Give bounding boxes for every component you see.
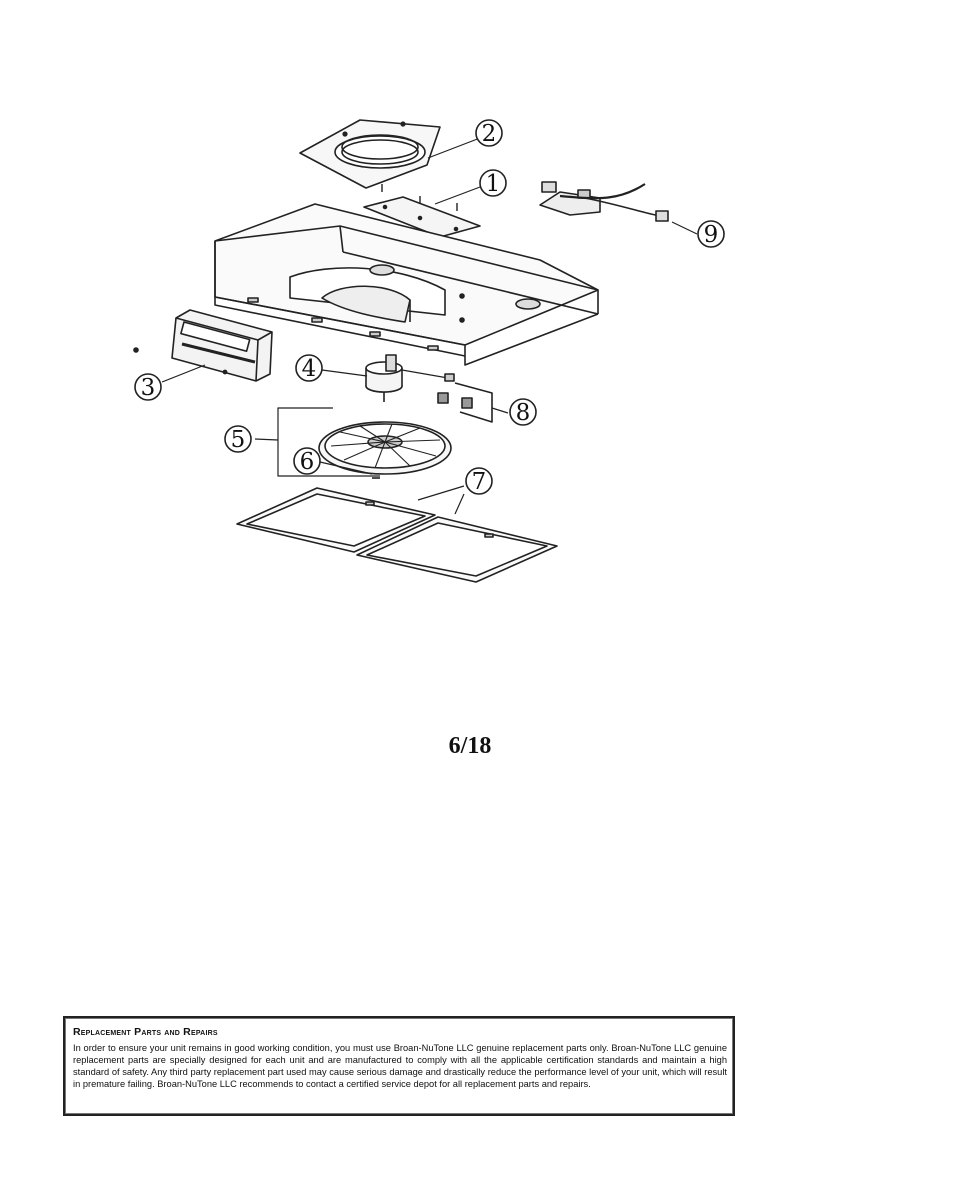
callout-3: 3 <box>141 375 156 401</box>
callout-6: 6 <box>300 449 315 475</box>
grease-filters <box>236 487 558 583</box>
range-hood-body <box>214 203 599 366</box>
wiring-harness <box>539 181 669 222</box>
callout-1: 1 <box>486 171 501 197</box>
callout-9: 9 <box>704 222 719 248</box>
callout-8: 8 <box>516 400 531 426</box>
leader-lines <box>161 137 698 515</box>
callout-circles <box>134 119 725 495</box>
callout-7: 7 <box>472 469 487 495</box>
callout-5: 5 <box>231 427 246 453</box>
blower-wheel <box>318 421 452 479</box>
exploded-parts-diagram: 1 2 3 4 5 6 7 8 9 <box>133 119 725 583</box>
page-number: 6/18 <box>448 733 492 759</box>
callout-4: 4 <box>302 356 317 382</box>
motor <box>365 354 455 402</box>
callout-2: 2 <box>482 121 497 147</box>
lamp-sockets <box>437 382 493 423</box>
notice-title: Replacement Parts and Repairs <box>73 1026 218 1038</box>
callout-labels: 1 2 3 4 5 6 7 8 9 <box>141 121 719 495</box>
damper-box <box>133 309 273 382</box>
notice-body: In order to ensure your unit remains in … <box>73 1043 727 1089</box>
replacement-parts-notice: Replacement Parts and Repairs In order t… <box>63 1016 735 1116</box>
mounting-bracket-plate <box>363 196 481 238</box>
duct-collar-plate <box>299 119 441 189</box>
